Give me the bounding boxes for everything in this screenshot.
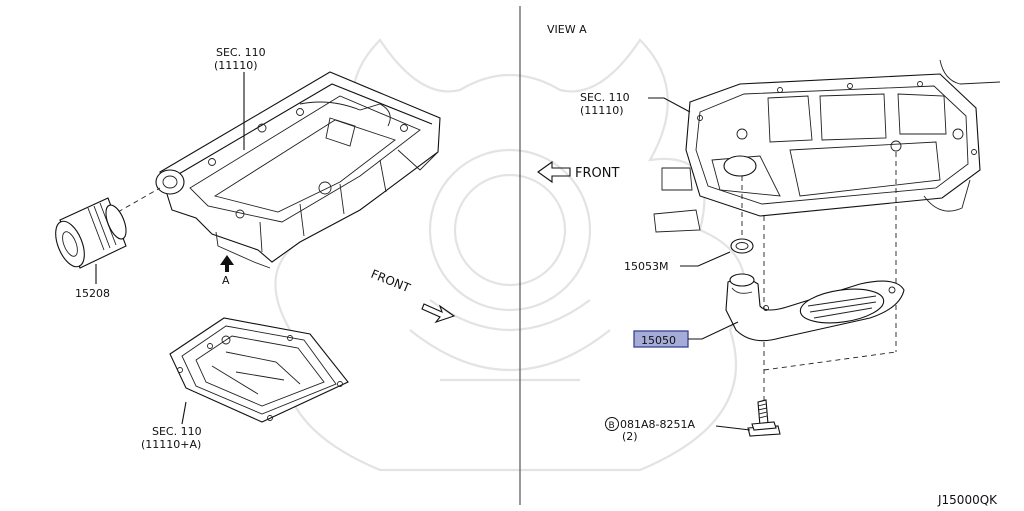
sec-view-a-leader [648,97,691,113]
oil-pan-view-a-drawing [653,59,1001,233]
front-label-left: FRONT [369,267,413,296]
bolt-marker-letter: B [609,421,615,431]
bolt-marker-icon [605,417,619,431]
arrow-a-label: A [222,274,230,287]
oil-strainer-drawing [725,273,905,342]
bolt-drawing [747,399,781,437]
front-arrow-left-icon [421,303,456,324]
bolt-part-number: 081A8-8251A [620,418,695,431]
upper-oil-pan-drawing [155,71,441,269]
sec-lower-label: SEC. 110 [152,425,202,438]
diagram-code: J15000QK [937,493,998,507]
sec-lower-code: (11110+A) [141,438,201,451]
view-a-arrow-icon [220,255,234,272]
o-ring-leader [680,251,731,267]
sec-view-a-code: (11110) [580,104,624,117]
view-a-title: VIEW A [547,23,587,36]
sec-upper-code: (11110) [214,59,258,72]
oil-filter-part-number: 15208 [75,287,110,300]
front-arrow-right-icon [537,160,571,184]
lower-oil-pan-drawing [169,317,349,425]
sec-upper-label: SEC. 110 [216,46,266,59]
bolt-quantity: (2) [622,430,638,443]
o-ring-part-number: 15053M [624,260,668,273]
sec-view-a-label: SEC. 110 [580,91,630,104]
oil-filter-drawing [55,187,161,284]
front-label-right: FRONT [575,166,619,181]
bolt-leader [715,425,751,431]
strainer-leader [688,321,739,340]
strainer-part-number[interactable]: 15050 [641,334,676,347]
o-ring-drawing [730,238,754,254]
